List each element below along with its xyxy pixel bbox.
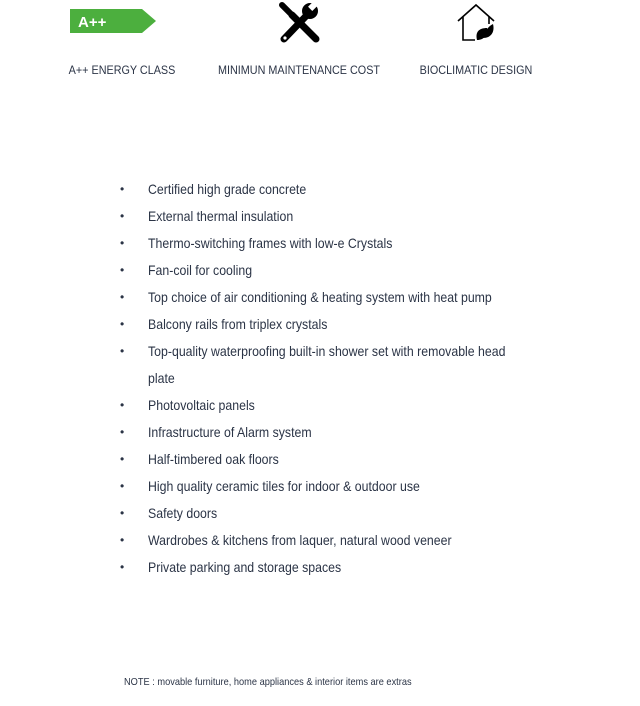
bullet-icon: • [120,398,125,412]
list-item: • Private parking and storage spaces [120,554,562,581]
bullet-icon: • [120,452,125,466]
list-item: • Top-quality waterproofing built-in show… [120,338,562,392]
list-item-text: Photovoltaic panels [148,397,255,413]
list-item: • Certified high grade concrete [120,176,562,203]
list-item: • Top choice of air conditioning & heatin… [120,284,562,311]
list-item: • External thermal insulation [120,203,562,230]
list-item: • High quality ceramic tiles for indoor &… [120,473,562,500]
energy-class-badge-icon: A++ [22,0,222,50]
feature-energy-class: A++ A++ ENERGY CLASS [22,0,222,77]
list-item-text: Safety doors [148,505,218,521]
list-item-text: Infrastructure of Alarm system [148,424,312,440]
bullet-icon: • [120,263,125,277]
list-item-text: Top choice of air conditioning & heating… [148,289,492,305]
bullet-icon: • [120,236,125,250]
list-item-text: Half-timbered oak floors [148,451,279,467]
list-item: • Thermo-switching frames with low-e Crys… [120,230,562,257]
bullet-icon: • [120,479,125,493]
list-item-text: Private parking and storage spaces [148,559,342,575]
list-item: • Wardrobes & kitchens from laquer, natur… [120,527,562,554]
list-item-text: Fan-coil for cooling [148,262,253,278]
bullet-icon: • [120,209,125,223]
feature-bioclimatic: BIOCLIMATIC DESIGN [376,0,576,77]
list-item: • Infrastructure of Alarm system [120,419,562,446]
bullet-icon: • [120,317,125,331]
tools-icon [199,0,399,50]
feature-label: A++ ENERGY CLASS [68,63,176,77]
list-item-text: High quality ceramic tiles for indoor & … [148,478,420,494]
list-item: • Safety doors [120,500,562,527]
bullet-icon: • [120,560,125,574]
feature-label: BIOCLIMATIC DESIGN [419,63,533,77]
eco-house-icon [376,0,576,50]
specifications-list: • Certified high grade concrete • External… [120,176,562,581]
feature-maintenance: MINIMUN MAINTENANCE COST [199,0,399,77]
list-item-text: External thermal insulation [148,208,294,224]
bullet-icon: • [120,425,125,439]
list-item: • Fan-coil for cooling [120,257,562,284]
bullet-icon: • [120,344,125,358]
list-item: • Photovoltaic panels [120,392,562,419]
bullet-icon: • [120,506,125,520]
list-item: • Half-timbered oak floors [120,446,562,473]
list-item-text: Top-quality waterproofing built-in showe… [148,343,506,386]
list-item-text: Wardrobes & kitchens from laquer, natura… [148,532,452,548]
bullet-icon: • [120,533,125,547]
extras-note: NOTE : movable furniture, home appliance… [124,676,412,688]
energy-badge-text: A++ [78,14,107,31]
list-item-text: Balcony rails from triplex crystals [148,316,328,332]
bullet-icon: • [120,182,125,196]
bullet-icon: • [120,290,125,304]
list-item-text: Thermo-switching frames with low-e Cryst… [148,235,393,251]
list-item: • Balcony rails from triplex crystals [120,311,562,338]
feature-label: MINIMUN MAINTENANCE COST [218,63,380,77]
list-item-text: Certified high grade concrete [148,181,307,197]
